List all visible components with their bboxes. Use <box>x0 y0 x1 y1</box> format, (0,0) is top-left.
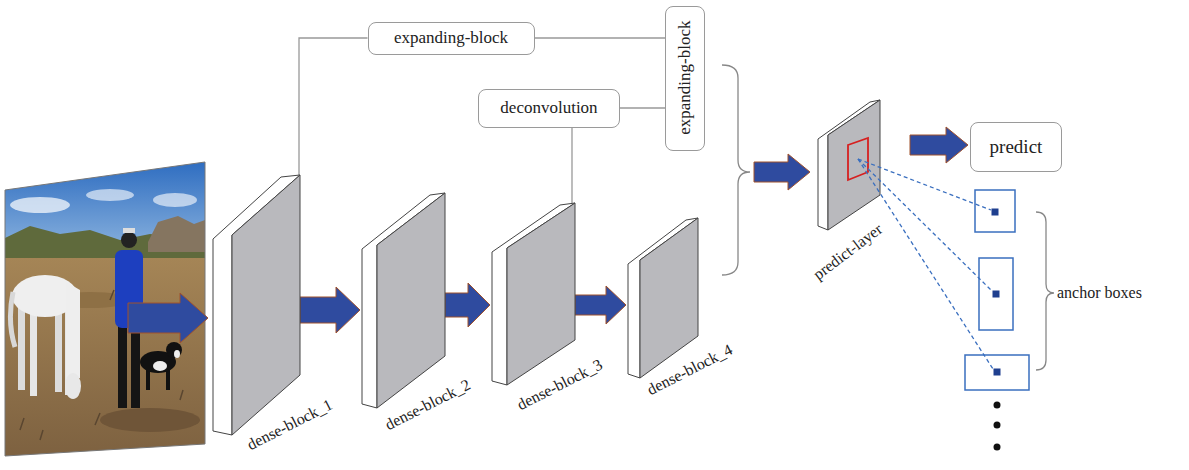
anchor-leader <box>858 159 991 210</box>
rock <box>148 216 205 252</box>
slab-shape <box>492 203 575 385</box>
slab-face <box>232 175 300 435</box>
slab-shape <box>818 100 880 230</box>
field-patch <box>100 408 200 432</box>
slab-side <box>492 203 575 385</box>
feature-layer: dense-block_4 <box>628 218 698 378</box>
box-label: deconvolution <box>500 98 597 118</box>
horse-tail <box>10 292 15 347</box>
flow-arrow <box>300 287 360 333</box>
slab-side <box>213 175 300 435</box>
feature-layer: dense-block_1 <box>213 175 300 435</box>
dog-patch <box>174 350 180 358</box>
process-box: expanding-block <box>665 6 705 151</box>
anchor-box <box>979 258 1013 330</box>
ellipsis-dot <box>994 402 1001 409</box>
person-leg <box>118 322 127 408</box>
slab-shape <box>362 193 445 408</box>
ellipsis-dot <box>994 444 1001 451</box>
slab-face <box>828 100 880 230</box>
person-hat <box>123 228 135 233</box>
input-arrow <box>128 293 208 343</box>
slab-side <box>362 193 445 408</box>
merge-arrow <box>754 154 810 190</box>
connector-line <box>620 107 665 108</box>
slab-face <box>640 218 698 378</box>
slab-side <box>818 100 880 230</box>
slab-face <box>507 203 575 385</box>
box-label: expanding-block <box>675 21 695 135</box>
field <box>5 258 205 458</box>
process-box: predict <box>970 122 1062 172</box>
cloud <box>10 197 70 213</box>
dog-patch <box>153 361 167 371</box>
slab-shape <box>213 175 300 435</box>
anchor-center <box>992 209 999 216</box>
cloud <box>86 189 134 201</box>
ellipsis-dot <box>994 422 1001 429</box>
horse-leg <box>18 305 25 390</box>
anchor-center <box>994 369 1001 376</box>
feature-layer: dense-block_3 <box>492 203 575 385</box>
anchor-leader <box>858 159 992 291</box>
flow-arrow <box>445 283 490 327</box>
connector-line <box>535 37 666 38</box>
box-label: expanding-block <box>394 28 508 48</box>
group-label: anchor boxes <box>1057 284 1142 302</box>
person-head <box>121 232 137 248</box>
cloud <box>153 193 197 207</box>
receptive-window <box>848 138 868 180</box>
slab-side <box>628 218 698 378</box>
horse-leg <box>30 308 37 396</box>
anchor-center <box>993 291 1000 298</box>
box-label: predict <box>990 136 1043 158</box>
horse-neck <box>66 282 80 380</box>
slab-face <box>377 193 445 408</box>
anchor-box <box>975 190 1015 232</box>
person-leg <box>131 322 140 408</box>
dog-head <box>166 342 182 358</box>
horse-leg <box>55 308 62 392</box>
layer-label: predict-layer <box>810 220 886 284</box>
anchor-leader <box>858 159 993 369</box>
merge-bracket <box>722 65 750 275</box>
flow-arrow <box>910 127 968 163</box>
process-box: deconvolution <box>478 89 620 128</box>
slab-shape <box>628 218 698 378</box>
flow-arrow <box>575 286 626 324</box>
anchor-bracket <box>1036 212 1054 370</box>
process-box: expanding-block <box>368 22 535 55</box>
connector-line <box>299 38 368 175</box>
feature-layer: dense-block_2 <box>362 193 445 408</box>
connector-line <box>571 128 572 204</box>
anchor-box <box>965 355 1029 390</box>
horse-head <box>65 373 81 399</box>
feature-layer: predict-layer <box>818 100 880 230</box>
